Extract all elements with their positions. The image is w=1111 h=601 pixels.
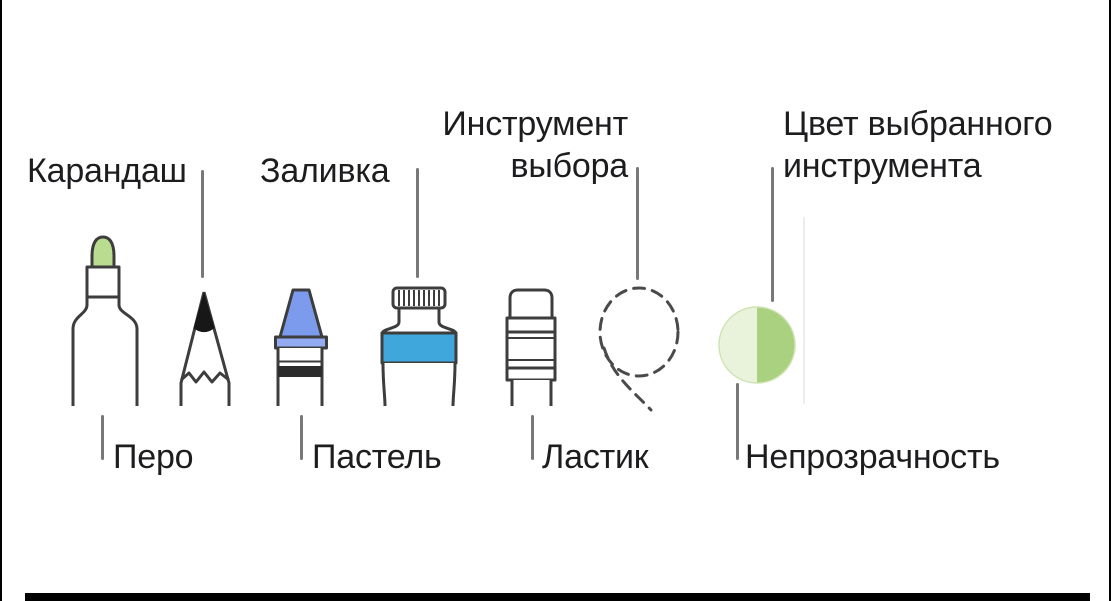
faint-divider-line <box>803 217 805 404</box>
pen-icon <box>71 235 139 406</box>
frame-left-edge <box>0 0 2 601</box>
label-pen: Перо <box>113 438 194 476</box>
label-selection-tool: Инструмент выбора <box>442 105 628 185</box>
connector-selection-tool <box>636 167 639 280</box>
label-pastel: Пастель <box>312 438 442 476</box>
connector-pen <box>101 415 104 460</box>
label-selected-tool-color: Цвет выбранного инструмента <box>783 105 1053 185</box>
connector-selected-tool-color <box>771 167 774 302</box>
connector-pencil <box>201 170 204 278</box>
label-fill: Заливка <box>260 152 390 190</box>
connector-fill <box>416 168 419 278</box>
label-pencil: Карандаш <box>27 152 187 190</box>
crayon-icon <box>274 288 328 406</box>
pencil-icon <box>179 291 231 406</box>
connector-eraser <box>531 415 534 460</box>
color-swatch-circle <box>718 306 796 384</box>
label-eraser: Ластик <box>542 438 649 476</box>
connector-pastel <box>300 415 303 460</box>
connector-opacity <box>736 383 739 460</box>
paint-bottle-icon <box>380 286 458 406</box>
eraser-icon <box>505 288 557 406</box>
frame-bottom-bar <box>25 593 1090 601</box>
lasso-icon <box>598 286 680 412</box>
frame-right-edge <box>1109 0 1111 601</box>
label-opacity: Непрозрачность <box>745 438 1000 476</box>
